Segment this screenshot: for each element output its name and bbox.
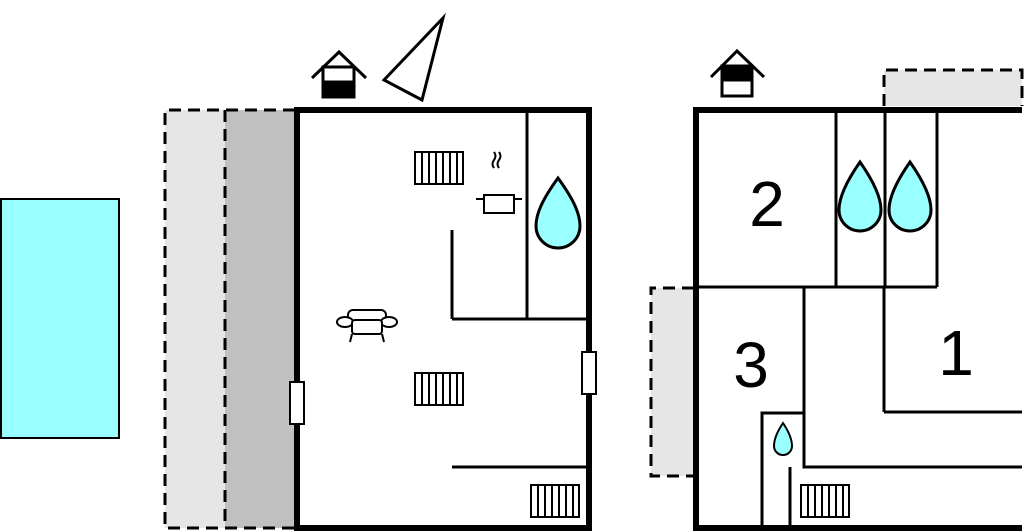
water-drop-icon xyxy=(534,175,582,250)
radiator-icon xyxy=(800,484,850,518)
floor-marker-icon xyxy=(709,48,766,98)
terrace-outer xyxy=(165,110,225,528)
room-number-2: 2 xyxy=(749,168,785,240)
radiator-icon xyxy=(414,372,464,406)
compass-north-icon xyxy=(381,12,446,103)
room-number-3: 3 xyxy=(733,329,769,401)
radiator-icon xyxy=(414,151,464,185)
sofa-icon xyxy=(336,309,398,343)
door-icon xyxy=(289,381,305,425)
door-icon xyxy=(581,351,597,395)
cooking-pot-icon xyxy=(476,151,522,214)
balcony-top-outline xyxy=(882,68,1024,106)
pool-icon xyxy=(0,198,120,439)
room-number-1: 1 xyxy=(938,317,974,389)
floor-marker-icon xyxy=(310,49,368,99)
water-drop-icon xyxy=(772,421,794,456)
terrace-dashed-outline xyxy=(163,108,295,530)
terrace-inner xyxy=(225,110,295,528)
balcony-top xyxy=(884,70,1022,106)
balcony-left-outline xyxy=(649,286,694,478)
upper-floor-interior-walls xyxy=(696,110,1022,528)
upper-floor-walls xyxy=(693,107,1022,531)
water-drop-icon xyxy=(837,159,883,233)
radiator-icon xyxy=(530,484,580,518)
ground-floor-interior-walls xyxy=(450,110,589,469)
water-drop-icon xyxy=(887,159,933,233)
balcony-left xyxy=(651,288,694,476)
